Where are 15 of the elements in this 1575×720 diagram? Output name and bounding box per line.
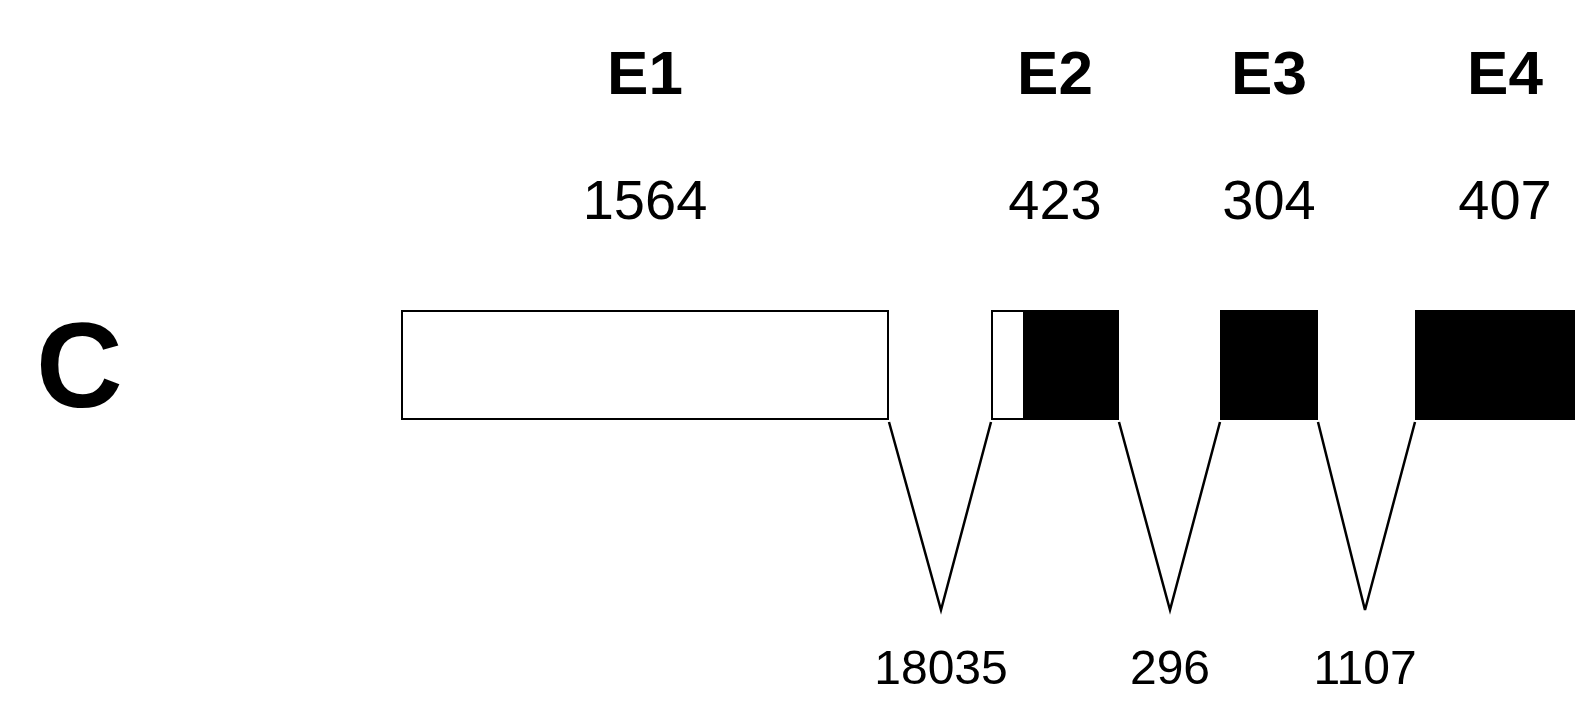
intron-length: 18035 [874,640,1008,696]
intron-line [887,421,993,615]
exon-length: 407 [1458,168,1552,232]
intron-length: 1107 [1313,640,1417,696]
exon-name: E4 [1467,38,1543,108]
intron-line [1117,421,1222,615]
exon-name: E3 [1231,38,1307,108]
exon-length: 1564 [582,168,708,232]
exon-name: E2 [1017,38,1093,108]
panel-label: C [36,300,123,430]
intron-length: 296 [1129,640,1211,696]
exon-name: E1 [607,38,683,108]
exon-length: 304 [1222,168,1316,232]
exon-length: 423 [1008,168,1102,232]
intron-line [1316,421,1417,612]
